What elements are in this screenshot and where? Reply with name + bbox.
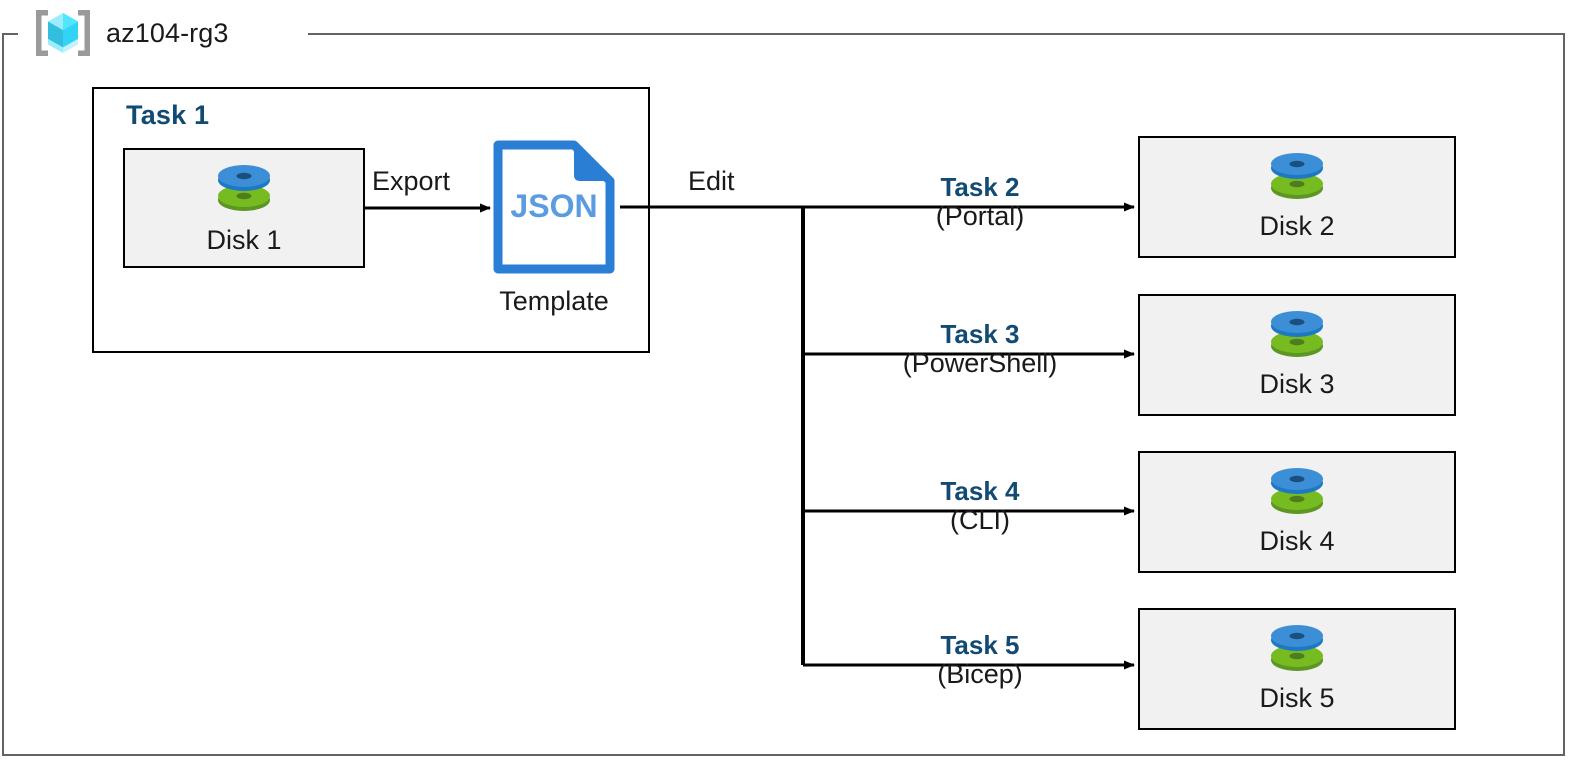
export-edge-label: Export [372, 166, 451, 196]
branch-task-name-4: Task 4 [940, 476, 1020, 506]
disk-tile-4: Disk 4 [1138, 451, 1456, 573]
branch-label-task5: Task 5 (Bicep) [815, 630, 1145, 691]
disk-tile-3-caption: Disk 3 [1259, 369, 1335, 399]
resource-group-header-gap [18, 24, 308, 44]
arm-template-node: JSON Template [489, 139, 619, 329]
task1-label: Task 1 [126, 100, 210, 130]
arm-template-caption: Template [499, 286, 609, 316]
branch-task-name-3: Task 3 [940, 319, 1020, 349]
disk-tile-1: Disk 1 [123, 148, 365, 268]
resource-group-header: az104-rg3 [30, 4, 228, 62]
branch-tool-name-3: (PowerShell) [902, 348, 1058, 379]
disk-tile-5-caption: Disk 5 [1259, 683, 1335, 713]
branch-task-name-2: Task 2 [940, 172, 1020, 202]
managed-disk-icon [1266, 463, 1328, 524]
edit-edge-label: Edit [688, 166, 735, 196]
branch-label-task2: Task 2 (Portal) [815, 172, 1145, 233]
svg-text:JSON: JSON [510, 188, 597, 224]
disk-tile-3: Disk 3 [1138, 294, 1456, 416]
json-file-icon: JSON [492, 140, 616, 279]
managed-disk-icon [1266, 148, 1328, 209]
disk-tile-5: Disk 5 [1138, 608, 1456, 730]
branch-label-task3: Task 3 (PowerShell) [815, 319, 1145, 380]
resource-group-frame [2, 33, 1565, 756]
branch-task-name-5: Task 5 [940, 630, 1020, 660]
branch-tool-name-2: (Portal) [935, 201, 1025, 232]
managed-disk-icon [1266, 620, 1328, 681]
disk-tile-2-caption: Disk 2 [1259, 211, 1335, 241]
resource-group-name: az104-rg3 [106, 17, 229, 48]
disk-tile-4-caption: Disk 4 [1259, 526, 1335, 556]
managed-disk-icon [213, 160, 275, 221]
managed-disk-icon [1266, 306, 1328, 367]
branch-label-task4: Task 4 (CLI) [815, 476, 1145, 537]
branch-tool-name-5: (Bicep) [937, 659, 1023, 690]
azure-resource-group-cube-icon [30, 6, 96, 60]
disk-tile-1-caption: Disk 1 [206, 225, 282, 255]
disk-tile-2: Disk 2 [1138, 136, 1456, 258]
branch-tool-name-4: (CLI) [950, 505, 1010, 536]
